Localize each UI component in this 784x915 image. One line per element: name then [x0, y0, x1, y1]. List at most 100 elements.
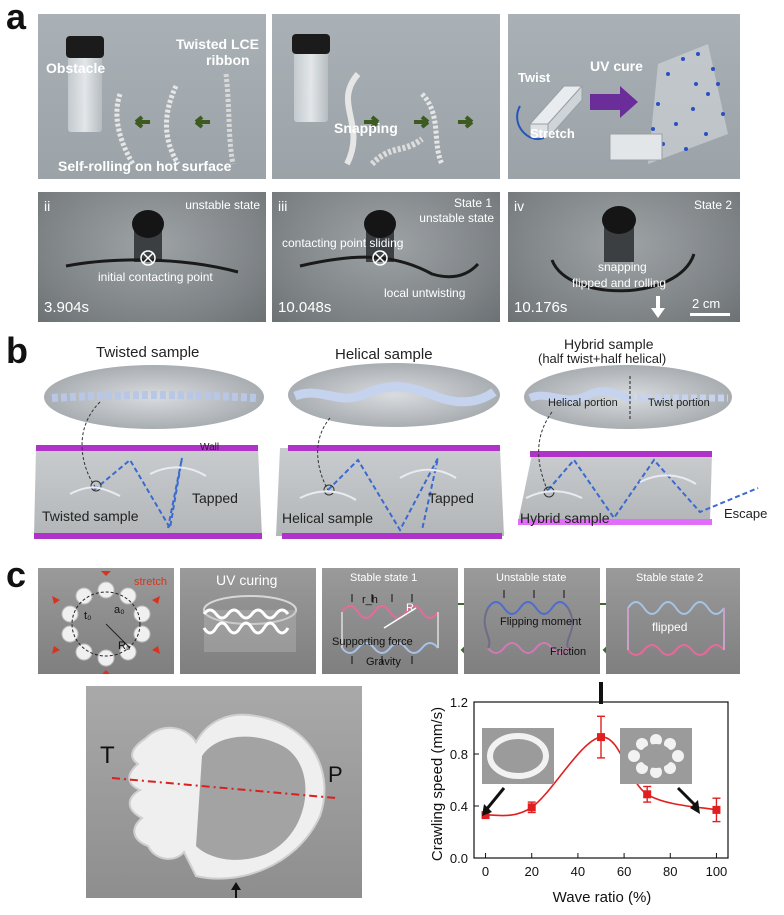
c-flipping-label: Flipping moment [500, 616, 582, 628]
a-iii-image: iii State 1 unstable state contacting po… [272, 192, 500, 322]
stretch-label: Stretch [530, 126, 575, 141]
snapping-label: Snapping [334, 120, 398, 136]
x-tick-label: 40 [571, 864, 585, 879]
b-escape: Escape [724, 506, 768, 521]
a-iv-time: 10.176s [514, 299, 568, 316]
b-sample-helical: Helical sample [282, 510, 374, 526]
c-s1-image: Stable state 1 R r_h Supporting force Gr… [322, 568, 458, 674]
a-iii-state2: unstable state [419, 211, 494, 225]
obstacle-label: Obstacle [46, 60, 106, 76]
ribbon-label-line2: ribbon [206, 52, 250, 68]
c-stretch-label: stretch [134, 576, 168, 588]
c-supporting-label: Supporting force [332, 636, 413, 648]
chart-inset-ring [482, 728, 554, 784]
a-iii-note1: contacting point sliding [282, 236, 404, 250]
y-tick-label: 0.0 [450, 851, 468, 866]
a-ii-drawing [65, 210, 239, 274]
c-uv-drawing [202, 595, 297, 652]
c-s1-drawing [341, 594, 439, 664]
a-iv-note1: snapping [598, 260, 647, 274]
x-tick-label: 60 [617, 864, 631, 879]
b-wall-label: Wall [200, 442, 220, 453]
b-sample-twisted: Twisted sample [42, 508, 139, 524]
c-unstable-label: Unstable state [496, 572, 567, 584]
ribbon-label-line1: Twisted LCE [176, 36, 259, 52]
inset-wavy-drawing [628, 734, 684, 778]
x-tick-label: 20 [524, 864, 538, 879]
a-ii-image: ii unstable state initial contacting poi… [38, 192, 266, 322]
inset-arrow-right-icon [676, 786, 700, 814]
c-t0-label: t₀ [84, 610, 92, 622]
chart-points [481, 682, 721, 823]
c-gravity-label: Gravity [366, 656, 401, 668]
inset-ring-drawing [487, 733, 549, 779]
c-ring-drawing [52, 571, 160, 674]
b-title-helical: Helical sample [335, 346, 433, 363]
x-tick-label: 80 [663, 864, 677, 879]
b-diagram [34, 363, 759, 539]
b-helical-portion: Helical portion [548, 397, 618, 409]
chart-x-label: Wave ratio (%) [553, 889, 652, 906]
data-point [643, 790, 652, 799]
c-uv-image: UV curing [180, 568, 316, 674]
c-p-label: P [328, 762, 343, 787]
b-tapped-1: Tapped [192, 490, 238, 506]
a-ii-roman: ii [44, 198, 51, 214]
a-top-left-drawing [66, 36, 236, 166]
a-iv-state: State 2 [693, 198, 732, 212]
data-point [481, 811, 490, 820]
b-title-hybrid-sub: (half twist+half helical) [538, 351, 667, 366]
c-t-label: T [100, 742, 115, 769]
b-tapped-2: Tapped [428, 490, 474, 506]
a-ii-time: 3.904s [44, 299, 90, 316]
a-iii-time: 10.048s [278, 299, 332, 316]
c-r0-label: R₀ [118, 640, 131, 652]
a-iv-drawing [550, 206, 696, 318]
chart-inset-wavy [620, 728, 692, 784]
a-iv-scale-label: 2 cm [692, 296, 721, 311]
c-s2-label: Stable state 2 [636, 572, 704, 584]
c-s1-label: Stable state 1 [350, 572, 418, 584]
b-twist-portion: Twist portion [648, 397, 710, 409]
chart-y-label: Crawling speed (mm/s) [429, 707, 446, 861]
a-top-right-drawing [516, 44, 728, 164]
c-unstable-drawing [483, 590, 574, 654]
a-iii-state1: State 1 [453, 196, 492, 210]
x-tick-label: 0 [482, 864, 489, 879]
a-top-left-image: Obstacle Twisted LCE ribbon Self-rolling… [38, 14, 266, 179]
c-r-label: R [406, 602, 414, 614]
c-s2-drawing [627, 601, 725, 656]
data-point [527, 803, 536, 812]
c-rh-label: r_h [362, 594, 378, 606]
y-tick-label: 0.8 [450, 747, 468, 762]
a-iii-note2: local untwisting [384, 286, 466, 300]
a-iv-note2: flipped and rolling [572, 276, 667, 290]
uv-cure-label: UV cure [590, 58, 643, 74]
c-uv-label: UV curing [216, 572, 278, 588]
a-ii-state: unstable state [185, 198, 260, 212]
twist-label: Twist [518, 70, 551, 85]
a-iii-roman: iii [278, 198, 288, 214]
panel-letter-a: a [6, 0, 27, 37]
self-rolling-label: Self-rolling on hot surface [58, 158, 232, 174]
c-tp-drawing [111, 713, 337, 898]
c-ring-image: stretch R₀ a₀ t₀ [38, 568, 174, 674]
b-title-twisted: Twisted sample [96, 344, 200, 361]
a-iv-roman: iv [514, 198, 525, 214]
c-a0-label: a₀ [114, 604, 125, 616]
a-iv-image: iv State 2 snapping flipped and rolling … [508, 192, 740, 322]
x-tick-label: 100 [706, 864, 728, 879]
b-sample-hybrid: Hybrid sample [520, 510, 610, 526]
data-point [597, 733, 605, 742]
a-top-right-image: Twist UV cure Stretch [508, 14, 740, 179]
c-flipped-label: flipped [652, 620, 688, 634]
b-title-hybrid: Hybrid sample [564, 336, 654, 352]
scale-bar [690, 313, 730, 316]
c-friction-label: Friction [550, 646, 587, 658]
c-unstable-image: Unstable state Flipping moment Friction [464, 568, 600, 674]
a-top-mid-image: Snapping [272, 14, 500, 179]
inset-arrow-left-icon [482, 787, 506, 816]
a-iii-drawing [299, 210, 480, 279]
